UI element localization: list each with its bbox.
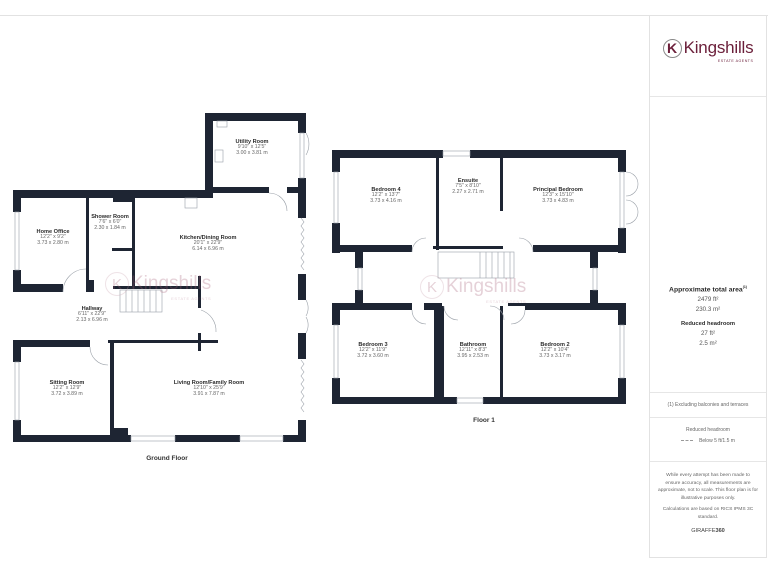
- room-dims-metric: 3.73 x 2.80 m: [37, 240, 69, 247]
- giraffe360-credit: GIRAFFE360: [650, 528, 766, 534]
- room-dims-metric: 6.14 x 6.96 m: [192, 246, 224, 253]
- room-dims-metric: 2.30 x 1.84 m: [94, 225, 126, 232]
- room-name: Utility Room: [235, 139, 269, 145]
- room-bedroom-2: Bedroom 2 12'2" x 10'4" 3.73 x 3.17 m: [539, 342, 570, 360]
- legend-section: Reduced headroom Below 5 ft/1.5 m: [650, 418, 766, 462]
- logo-tagline: ESTATE AGENTS: [717, 59, 754, 63]
- room-name: Kitchen/Dining Room: [179, 235, 237, 241]
- room-name: Living Room/Family Room: [173, 380, 245, 386]
- room-dims-imperial: 12'2" x 12'9": [52, 385, 82, 392]
- room-kitchen-dining: Kitchen/Dining Room 20'1" x 22'9" 6.14 x…: [180, 235, 237, 253]
- floor-label-floor1: Floor 1: [473, 417, 495, 424]
- room-name: Home Office: [36, 229, 70, 235]
- top-border: [0, 15, 768, 16]
- area-title: Approximate total area(1): [650, 285, 766, 293]
- room-dims-imperial: 12'2" x 9'2": [40, 234, 66, 241]
- room-dims-metric: 2.27 x 2.71 m: [452, 189, 484, 196]
- room-dims-metric: 3.95 x 2.53 m: [457, 353, 489, 360]
- room-dims-imperial: 12'2" x 11'9": [358, 347, 388, 354]
- room-dims-imperial: 12'2" x 13'7": [371, 192, 401, 199]
- calculation-note: Calculations are based on RICS IPMS 3C s…: [662, 507, 754, 520]
- room-shower: Shower Room 7'6" x 6'0" 2.30 x 1.84 m: [91, 214, 129, 232]
- room-dims-metric: 3.00 x 3.81 m: [236, 150, 268, 157]
- room-dims-metric: 3.72 x 3.89 m: [51, 391, 83, 398]
- footnote-section: (1) Excluding balconies and terraces: [650, 393, 766, 418]
- room-dims-imperial: 12'3" x 15'10": [542, 192, 574, 199]
- credit-bold: 360: [715, 527, 725, 534]
- room-principal-bedroom: Principal Bedroom 12'3" x 15'10" 3.73 x …: [533, 187, 583, 205]
- room-dims-imperial: 12'10" x 25'9": [193, 385, 225, 392]
- room-dims-imperial: 12'2" x 10'4": [540, 347, 570, 354]
- disclaimer-text: While every attempt has been made to ens…: [658, 473, 758, 501]
- floor-plan-walls: [13, 113, 639, 442]
- room-dims-metric: 3.73 x 4.16 m: [370, 198, 402, 205]
- reduced-area-ft2: 27 ft²: [700, 330, 716, 338]
- room-bathroom: Bathroom 12'11" x 8'3" 3.95 x 2.53 m: [457, 342, 488, 360]
- room-ensuite: Ensuite 7'5" x 8'10" 2.27 x 2.71 m: [452, 178, 483, 196]
- total-area-ft2: 2479 ft²: [697, 296, 719, 304]
- room-dims-imperial: 7'6" x 6'0": [98, 219, 122, 226]
- room-dims-imperial: 9'10" x 12'5": [237, 144, 267, 151]
- dashed-line-icon: [681, 440, 694, 442]
- room-dims-metric: 3.91 x 7.87 m: [193, 391, 225, 398]
- room-dims-metric: 3.72 x 3.60 m: [357, 353, 389, 360]
- room-name: Bathroom: [459, 342, 487, 348]
- legend-text: Below 5 ft/1.5 m: [699, 438, 735, 444]
- area-title-text: Approximate total area: [669, 286, 743, 294]
- room-name: Ensuite: [457, 178, 479, 184]
- room-name: Principal Bedroom: [533, 187, 583, 193]
- area-footnote-marker: (1): [742, 285, 747, 289]
- room-dims-imperial: 12'11" x 8'3": [458, 347, 488, 354]
- room-name: Sitting Room: [49, 380, 85, 386]
- room-living-family: Living Room/Family Room 12'10" x 25'9" 3…: [174, 380, 245, 398]
- room-name: Shower Room: [91, 214, 129, 220]
- room-name: Bedroom 4: [371, 187, 401, 193]
- room-bedroom-3: Bedroom 3 12'2" x 11'9" 3.72 x 3.60 m: [357, 342, 388, 360]
- reduced-headroom-title: Reduced headroom: [680, 321, 736, 328]
- legend-row: Below 5 ft/1.5 m: [650, 438, 766, 444]
- room-bedroom-4: Bedroom 4 12'2" x 13'7" 3.73 x 4.16 m: [370, 187, 401, 205]
- legend-title: Reduced headroom: [686, 427, 730, 433]
- room-dims-metric: 3.73 x 4.83 m: [542, 198, 574, 205]
- disclaimer-section: While every attempt has been made to ens…: [650, 462, 766, 558]
- room-utility: Utility Room 9'10" x 12'5" 3.00 x 3.81 m: [236, 139, 269, 157]
- reduced-area-m2: 2.5 m²: [699, 340, 717, 348]
- balcony-footnote: (1) Excluding balconies and terraces: [667, 402, 749, 408]
- room-name: Bedroom 2: [540, 342, 570, 348]
- room-hallway: Hallway 6'11" x 22'9" 2.13 x 6.96 m: [76, 306, 107, 324]
- room-name: Hallway: [81, 306, 103, 312]
- room-dims-imperial: 6'11" x 22'9": [77, 311, 107, 318]
- room-home-office: Home Office 12'2" x 9'2" 3.73 x 2.80 m: [37, 229, 70, 247]
- room-dims-metric: 2.13 x 6.96 m: [76, 317, 108, 324]
- total-area-m2: 230.3 m²: [695, 306, 721, 314]
- credit-light: GIRAFFE: [691, 527, 716, 534]
- floor-label-ground: Ground Floor: [146, 455, 188, 462]
- room-dims-metric: 3.73 x 3.17 m: [539, 353, 571, 360]
- area-section: Approximate total area(1) 2479 ft² 230.3…: [650, 97, 766, 393]
- room-name: Bedroom 3: [358, 342, 388, 348]
- room-sitting: Sitting Room 12'2" x 12'9" 3.72 x 3.89 m: [50, 380, 85, 398]
- logo-k-icon: K: [662, 38, 682, 58]
- logo-name: Kingshills: [683, 38, 754, 57]
- room-dims-imperial: 7'5" x 8'10": [455, 183, 481, 190]
- room-dims-imperial: 20'1" x 22'9": [193, 240, 223, 247]
